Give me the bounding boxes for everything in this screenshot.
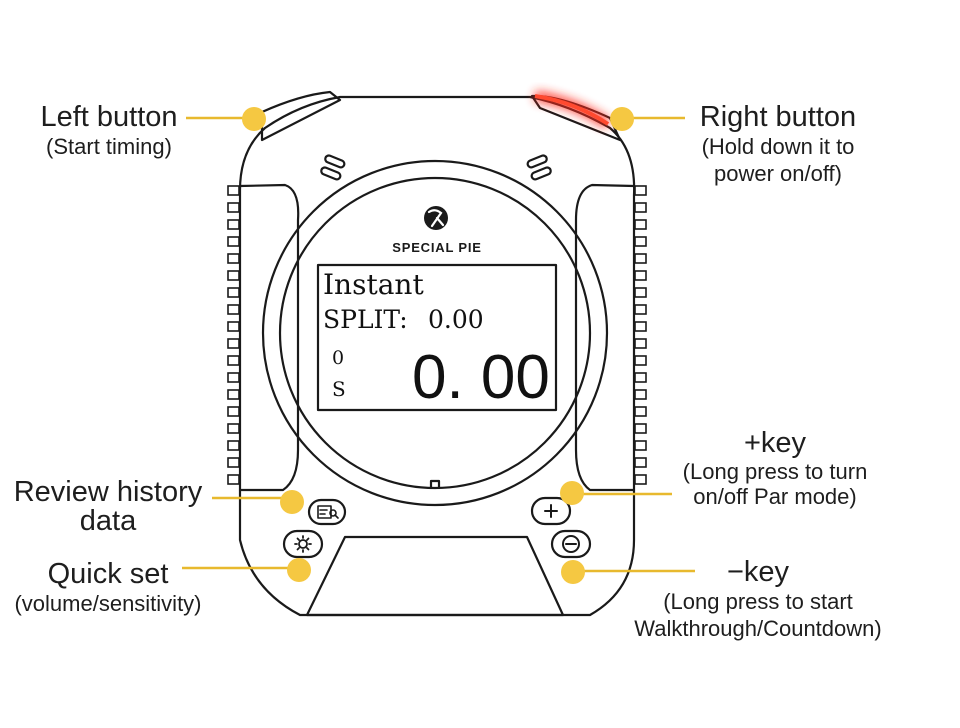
review-marker xyxy=(280,490,304,514)
grip-ridge xyxy=(227,338,240,349)
lcd-time: 0. 00 xyxy=(412,343,550,412)
plus-key-label: +key (Long press to turn on/off Par mode… xyxy=(682,427,868,510)
minus-key-marker xyxy=(561,560,585,584)
bottom-recess xyxy=(305,535,565,617)
grip-ridge xyxy=(634,389,647,400)
grip-ridge xyxy=(227,219,240,230)
grip-ridge xyxy=(227,423,240,434)
left-button-marker xyxy=(242,107,266,131)
brand-name: SPECIAL PIE xyxy=(392,240,481,255)
grip-ridge xyxy=(634,304,647,315)
lcd-mode: Instant xyxy=(323,268,424,301)
grip-ridge xyxy=(634,440,647,451)
right-button-marker xyxy=(610,107,634,131)
grip-ridge xyxy=(227,321,240,332)
left-grip xyxy=(238,183,300,492)
gear-icon xyxy=(294,535,312,553)
grip-ridge xyxy=(227,287,240,298)
lcd-split-label: SPLIT: xyxy=(323,305,408,334)
grip-ridge xyxy=(634,474,647,485)
grip-ridge xyxy=(227,440,240,451)
grip-ridge xyxy=(227,406,240,417)
grip-ridge xyxy=(634,287,647,298)
grip-ridge xyxy=(634,338,647,349)
grip-ridge xyxy=(634,185,647,196)
review-history-label: Review history data xyxy=(13,476,203,537)
vent xyxy=(320,166,342,181)
review-history-icon xyxy=(317,505,339,519)
grip-ridge xyxy=(227,304,240,315)
minus-key-label: −key (Long press to start Walkthrough/Co… xyxy=(634,556,882,642)
grip-ridge xyxy=(227,253,240,264)
review-history-button[interactable] xyxy=(307,498,347,526)
grip-ridge xyxy=(634,253,647,264)
grip-ridge xyxy=(634,270,647,281)
vent xyxy=(324,154,346,169)
grip-ridge xyxy=(227,202,240,213)
right-button-label: Right button (Hold down it to power on/o… xyxy=(699,101,857,187)
lcd-shot-count: 0 xyxy=(332,347,345,369)
grip-ridge xyxy=(634,406,647,417)
bezel-outer xyxy=(261,159,609,507)
quick-set-button[interactable] xyxy=(282,529,324,559)
grip-ridge xyxy=(227,474,240,485)
plus-key-button[interactable] xyxy=(530,496,572,526)
vent xyxy=(530,166,552,181)
grip-ridge xyxy=(634,423,647,434)
grip-ridge xyxy=(227,236,240,247)
pie-logo-icon xyxy=(424,206,448,230)
grip-ridge xyxy=(634,236,647,247)
grip-ridge xyxy=(634,355,647,366)
minus-icon xyxy=(562,535,580,553)
right-grip xyxy=(574,183,636,492)
grip-ridge xyxy=(634,202,647,213)
lcd-unit: S xyxy=(332,377,346,401)
grip-ridge xyxy=(227,185,240,196)
power-indicator xyxy=(534,94,610,126)
grip-ridge xyxy=(634,321,647,332)
minus-key-button[interactable] xyxy=(550,529,592,559)
quick-set-marker xyxy=(287,558,311,582)
grip-ridge xyxy=(227,372,240,383)
lcd-split-value: 0.00 xyxy=(428,305,484,334)
lcd-screen xyxy=(316,263,558,412)
quick-set-label: Quick set (volume/sensitivity) xyxy=(14,558,202,617)
plus-icon xyxy=(544,504,558,518)
grip-ridge xyxy=(227,270,240,281)
left-button-label: Left button (Start timing) xyxy=(40,101,178,160)
bezel-notch xyxy=(429,479,441,490)
grip-ridge xyxy=(634,219,647,230)
grip-ridge xyxy=(634,457,647,468)
bezel-inner xyxy=(278,176,592,490)
grip-ridge xyxy=(634,372,647,383)
grip-ridge xyxy=(227,355,240,366)
plus-key-marker xyxy=(560,481,584,505)
vent xyxy=(526,154,548,169)
grip-ridge xyxy=(227,389,240,400)
grip-ridge xyxy=(227,457,240,468)
